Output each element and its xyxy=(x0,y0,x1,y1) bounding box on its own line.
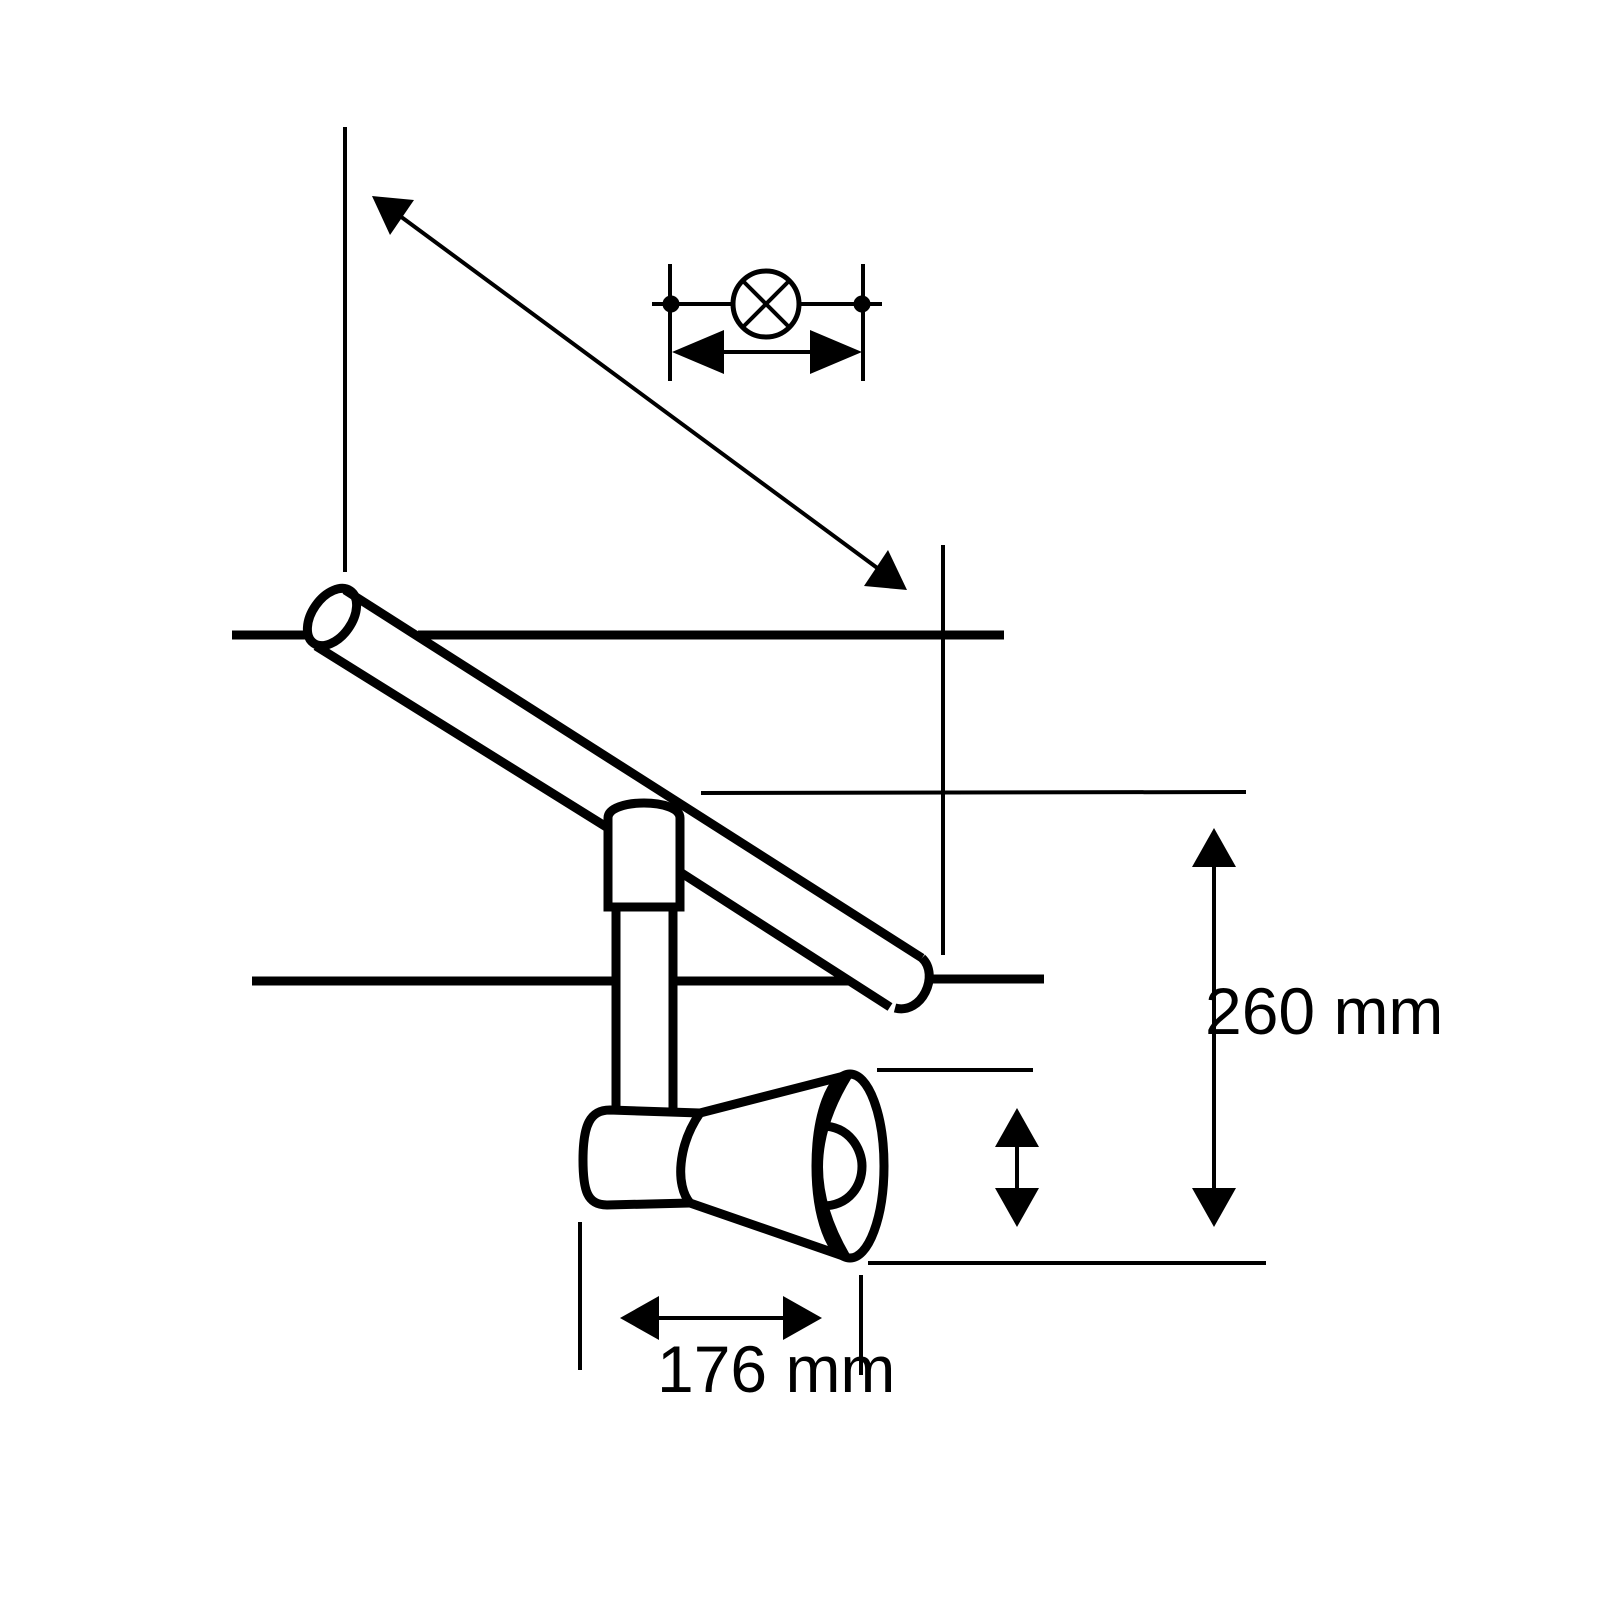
arrowhead xyxy=(672,330,724,374)
height-label: 260 mm xyxy=(1205,974,1443,1048)
arrowhead xyxy=(372,196,414,235)
arrowhead xyxy=(995,1108,1039,1147)
lamp-rod xyxy=(302,583,934,1014)
spotlight-head xyxy=(578,1069,889,1263)
rod-connector xyxy=(603,798,685,1110)
arrowhead xyxy=(620,1296,659,1340)
arrowhead xyxy=(810,330,862,374)
width-label: 176 mm xyxy=(657,1332,895,1406)
arrowhead xyxy=(864,550,907,590)
lamp-symbol-icon xyxy=(652,268,882,340)
arrowhead xyxy=(995,1188,1039,1227)
arrowhead xyxy=(783,1296,822,1340)
arrowhead xyxy=(1192,828,1236,867)
diagonal-dimension-line xyxy=(398,214,882,572)
top-reference-line xyxy=(700,790,1247,795)
arrowhead xyxy=(1192,1188,1236,1227)
